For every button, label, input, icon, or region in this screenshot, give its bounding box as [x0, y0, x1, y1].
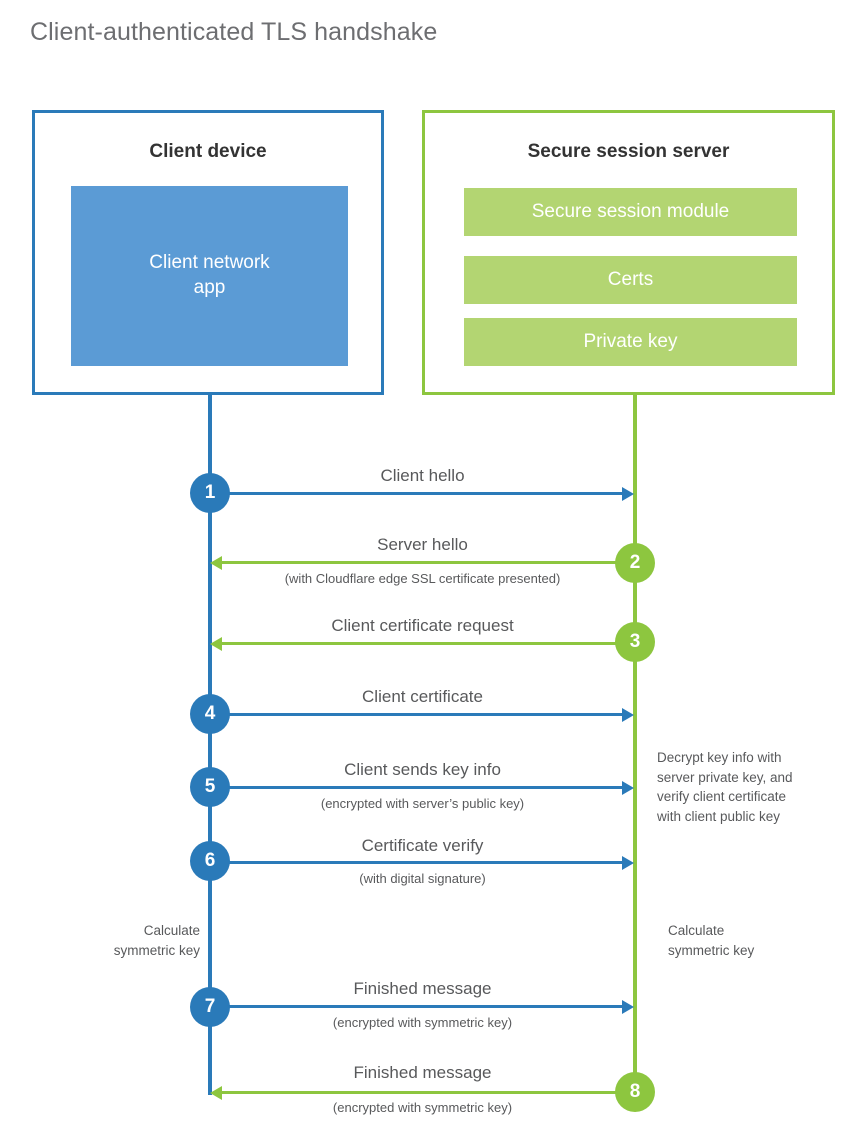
step-1-circle[interactable]: 1 [190, 473, 230, 513]
server-block-private-key: Private key [464, 318, 797, 366]
arrowhead-icon [622, 707, 634, 722]
arrowhead-icon [210, 636, 222, 651]
page-title: Client-authenticated TLS handshake [30, 18, 438, 46]
client-calculate-symmetric-key-annotation: Calculate symmetric key [113, 923, 200, 958]
client-device-title: Client device [149, 141, 267, 162]
arrowhead-icon [622, 855, 634, 870]
step-2-label: Server hello [377, 535, 468, 554]
step-6-sublabel: (with digital signature) [359, 871, 486, 886]
arrowhead-icon [622, 999, 634, 1014]
step-2-circle[interactable]: 2 [615, 543, 655, 583]
step-7-label: Finished message [353, 979, 492, 998]
server-block-certs: Certs [464, 256, 797, 304]
step-6-circle[interactable]: 6 [190, 841, 230, 881]
arrowhead-icon [210, 555, 222, 570]
secure-session-server-title: Secure session server [527, 141, 730, 162]
step-8-arrow [210, 1085, 635, 1100]
step-2-arrow [210, 555, 635, 570]
step-6-label: Certificate verify [361, 836, 484, 855]
step-7-arrow [210, 999, 634, 1014]
step-8-sublabel: (encrypted with symmetric key) [332, 1100, 513, 1115]
server-calculate-symmetric-key-annotation: Calculate symmetric key [668, 923, 755, 958]
secure-session-server-box: Secure session server Secure session mod… [422, 110, 835, 395]
step-3-arrow [210, 636, 635, 651]
step-4-arrow [210, 707, 634, 722]
step-7-sublabel: (encrypted with symmetric key) [332, 1015, 513, 1030]
step-1-label: Client hello [380, 466, 465, 485]
step-3-label: Client certificate request [331, 616, 514, 635]
arrowhead-icon [622, 780, 634, 795]
arrowhead-icon [210, 1085, 222, 1100]
step-4-circle[interactable]: 4 [190, 694, 230, 734]
server-decrypt-annotation: Decrypt key info with server private key… [657, 750, 793, 824]
step-5-circle[interactable]: 5 [190, 767, 230, 807]
step-5-arrow [210, 780, 634, 795]
step-6-arrow [210, 855, 634, 870]
step-8-label: Finished message [353, 1063, 492, 1082]
step-8-circle[interactable]: 8 [615, 1072, 655, 1112]
arrowhead-icon [622, 486, 634, 501]
client-network-app-label: Client network app [149, 252, 270, 298]
client-lifeline [208, 394, 212, 1095]
client-device-box: Client device Client network app [32, 110, 384, 395]
step-7-circle[interactable]: 7 [190, 987, 230, 1027]
step-2-sublabel: (with Cloudflare edge SSL certificate pr… [284, 571, 561, 586]
server-lifeline [633, 394, 637, 1093]
step-1-arrow [210, 486, 634, 501]
server-block-secure-session-module: Secure session module [464, 188, 797, 236]
client-network-app-block: Client network app [71, 186, 348, 366]
step-4-label: Client certificate [362, 687, 483, 706]
step-5-label: Client sends key info [344, 760, 501, 779]
step-3-circle[interactable]: 3 [615, 622, 655, 662]
step-5-sublabel: (encrypted with server’s public key) [320, 796, 525, 811]
